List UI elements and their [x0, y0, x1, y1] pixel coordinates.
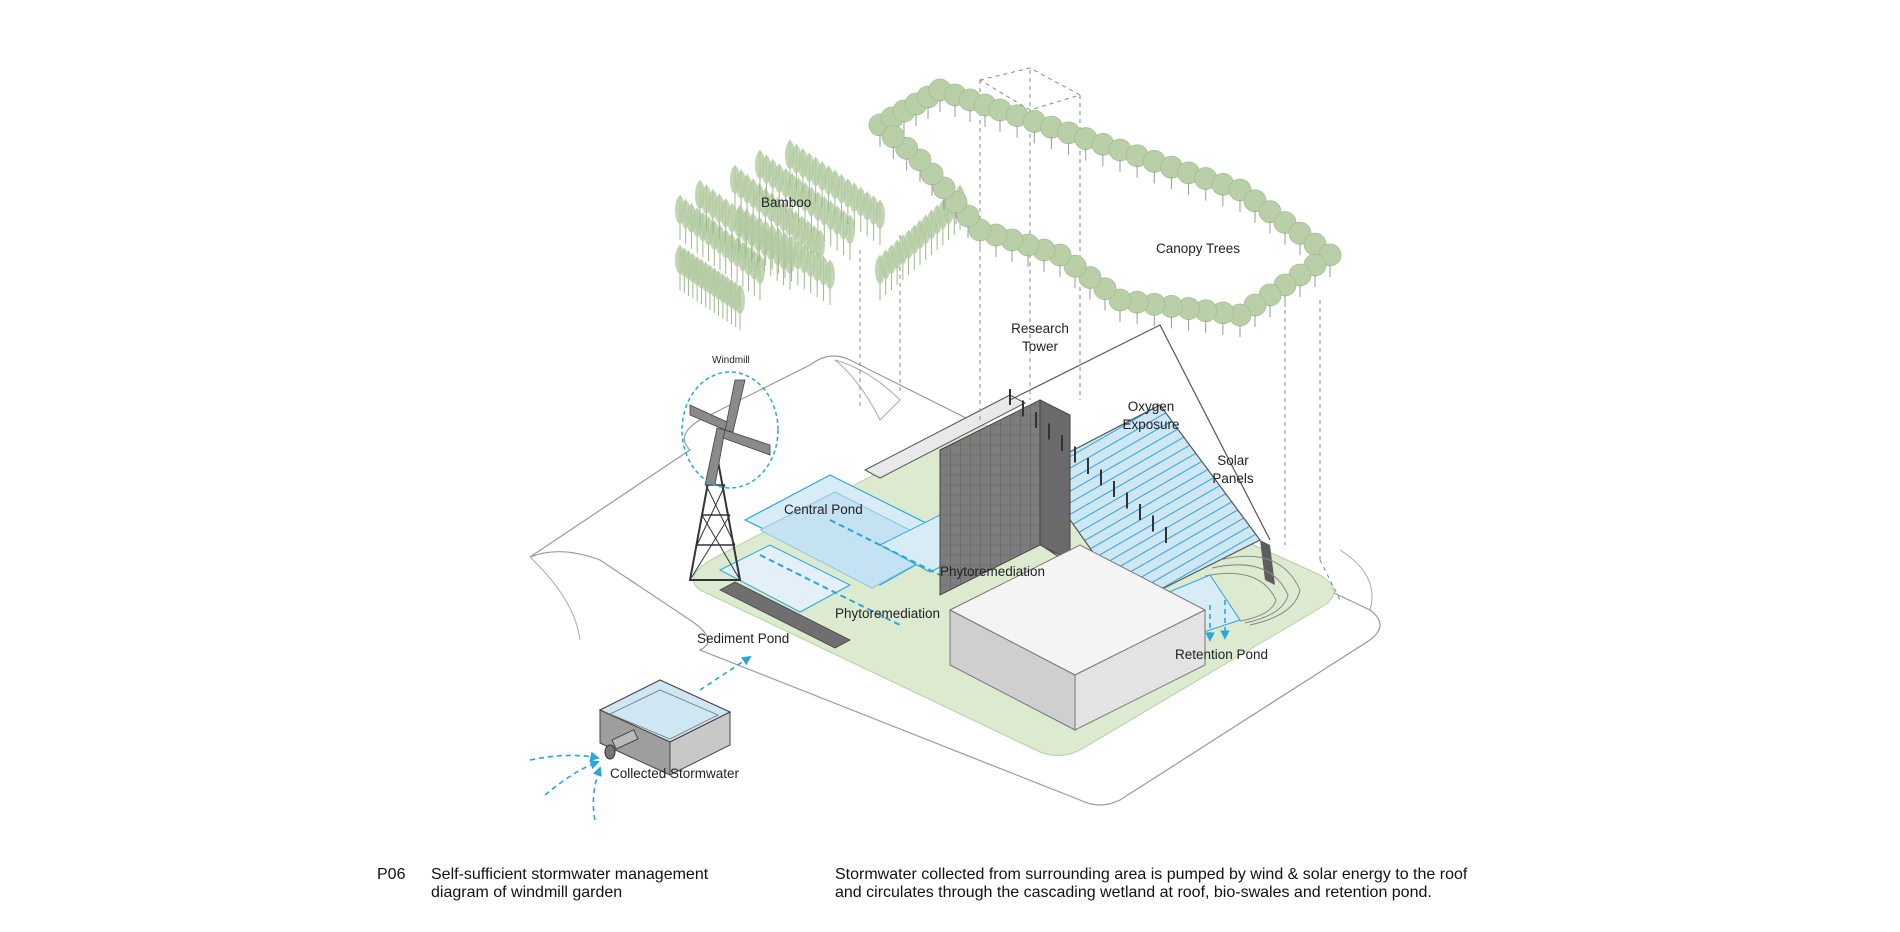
bamboo-label: Bamboo	[761, 195, 812, 210]
solar-panels-label-line2: Panels	[1212, 471, 1254, 486]
solar-panels-label-line1: Solar	[1217, 453, 1249, 468]
sediment-pond	[719, 581, 851, 649]
bamboo-foliage	[875, 256, 885, 284]
research-tower-label-line2: Tower	[1021, 339, 1058, 354]
caption-description-line1: Stormwater collected from surrounding ar…	[835, 866, 1468, 883]
white-box-building	[948, 544, 1207, 731]
water-flow-arrows	[529, 600, 1230, 821]
windmill-label: Windmill	[712, 355, 750, 366]
bamboo-foliage	[755, 256, 765, 284]
caption-description-line2: and circulates through the cascading wet…	[835, 884, 1432, 901]
bamboo-grove	[675, 140, 965, 330]
caption-title: Self-sufficient stormwater management di…	[431, 866, 708, 902]
bamboo-foliage	[735, 286, 745, 314]
canopy-trees	[868, 78, 1342, 337]
solar-panels-label: Solar Panels	[1208, 452, 1258, 488]
bamboo-foliage	[875, 201, 885, 229]
research-tower-label: Research Tower	[1010, 320, 1070, 356]
phytoremediation-lower-label: Phytoremediation	[835, 606, 941, 621]
canopy-trees-label: Canopy Trees	[1156, 241, 1241, 256]
caption-title-line2: diagram of windmill garden	[431, 884, 623, 901]
caption-title-line1: Self-sufficient stormwater management	[431, 866, 709, 883]
caption-code: P06	[377, 866, 406, 883]
bamboo-foliage	[825, 261, 835, 289]
bamboo-foliage	[845, 216, 855, 244]
research-tower-label-line1: Research	[1011, 321, 1069, 336]
phytoremediation-upper-label: Phytoremediation	[940, 564, 1046, 579]
caption-description: Stormwater collected from surrounding ar…	[835, 866, 1467, 902]
oxygen-exposure-label-line2: Exposure	[1122, 417, 1180, 432]
canopy-tree	[881, 125, 905, 149]
collected-stormwater-label: Collected Stormwater	[610, 766, 740, 781]
sediment-pond-label: Sediment Pond	[697, 631, 790, 646]
stormwater-tank	[598, 679, 732, 776]
retention-pond-label: Retention Pond	[1175, 647, 1269, 662]
windmill	[681, 371, 779, 581]
oxygen-exposure-label: Oxygen Exposure	[1118, 398, 1184, 434]
central-pond-label: Central Pond	[784, 502, 863, 517]
bamboo-foliage	[815, 231, 825, 259]
oxygen-exposure-label-line1: Oxygen	[1127, 399, 1175, 414]
